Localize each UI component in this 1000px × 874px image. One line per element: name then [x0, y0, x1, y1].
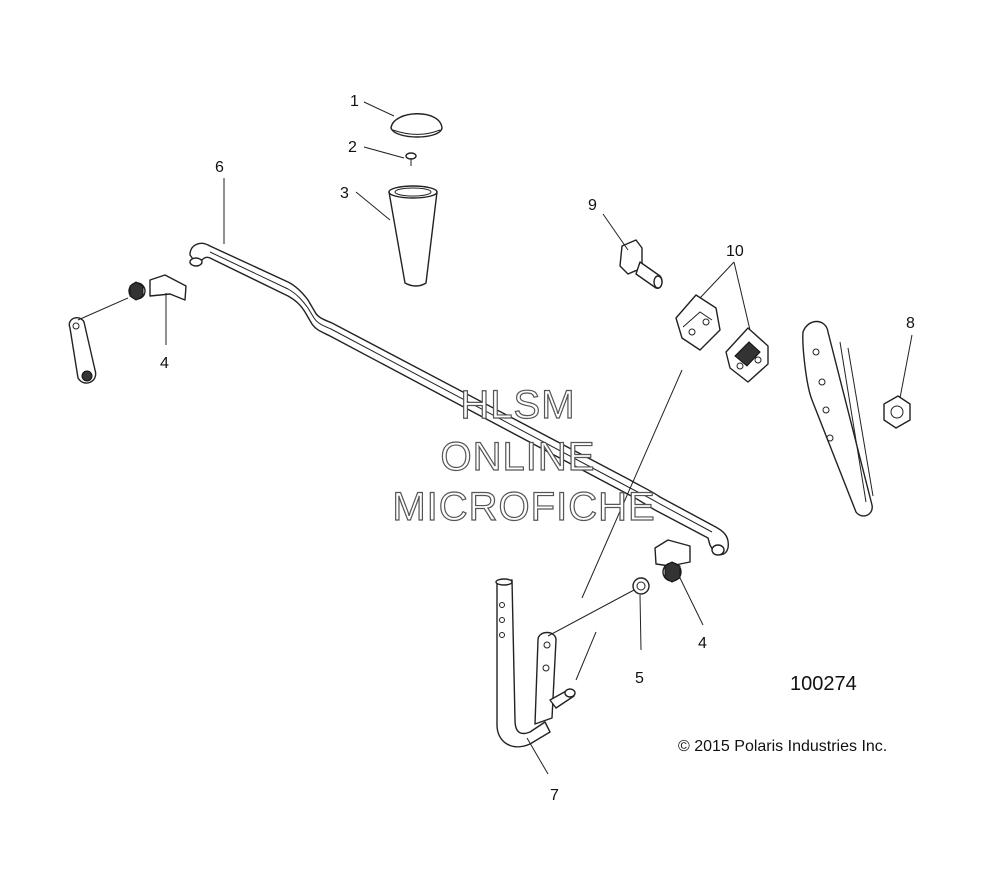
- watermark-line-1: HLSM: [460, 383, 575, 427]
- part-link-arm-left: [68, 317, 97, 384]
- callout-4-right: 4: [698, 635, 707, 652]
- callout-9: 9: [588, 197, 597, 214]
- callout-10: 10: [726, 243, 744, 260]
- callout-8: 8: [906, 315, 915, 332]
- leader-lines: [77, 101, 913, 775]
- part-bushings: [675, 294, 769, 383]
- part-knob-cap: [390, 113, 443, 138]
- part-shift-lever: [495, 578, 576, 748]
- callout-5: 5: [635, 670, 644, 687]
- copyright-notice: © 2015 Polaris Industries Inc.: [678, 738, 887, 755]
- part-bracket-plate: [802, 320, 874, 517]
- part-clip-right: [654, 539, 691, 583]
- callout-3: 3: [340, 185, 349, 202]
- watermark-line-2: ONLINE: [441, 435, 596, 479]
- part-nut: [883, 395, 911, 429]
- part-washer: [632, 577, 650, 595]
- callout-6: 6: [215, 159, 224, 176]
- part-shift-grip: [388, 185, 438, 287]
- part-clip-left: [128, 274, 187, 301]
- callout-1: 1: [350, 93, 359, 110]
- callout-7: 7: [550, 787, 559, 804]
- drawing-number: 100274: [790, 673, 857, 695]
- part-screw: [405, 152, 417, 166]
- callout-4-left: 4: [160, 355, 169, 372]
- watermark-line-3: MICROFICHE: [392, 485, 655, 529]
- callout-2: 2: [348, 139, 357, 156]
- part-shift-rod: [189, 242, 729, 556]
- part-bolt: [619, 239, 663, 289]
